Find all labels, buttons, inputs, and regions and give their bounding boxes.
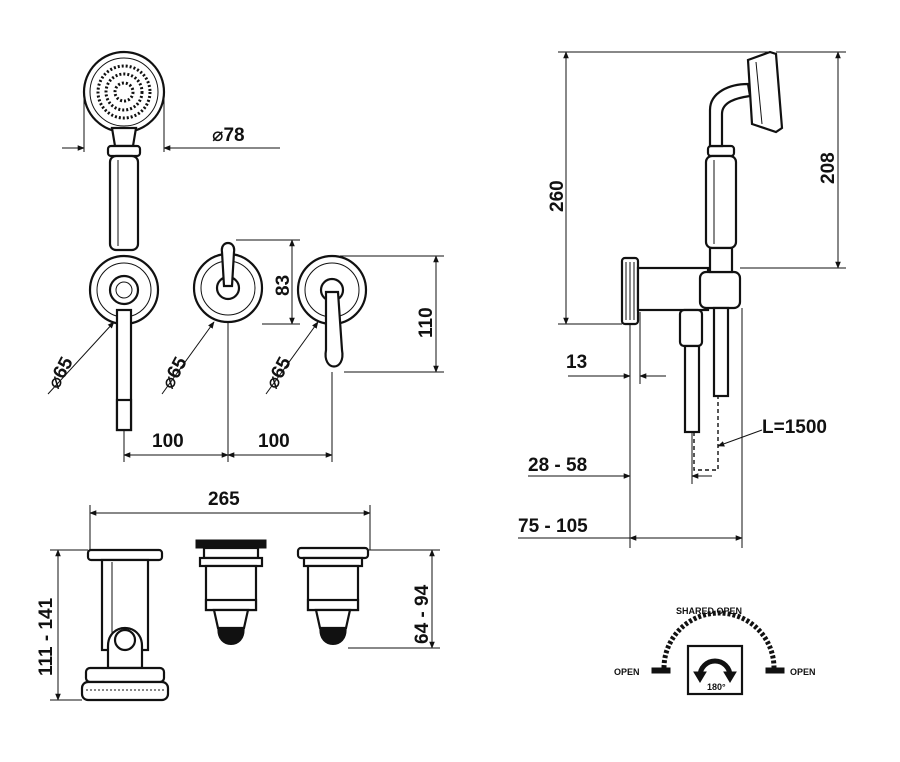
legend-open-left-label: OPEN <box>614 667 640 677</box>
dim-spacing-left: 100 <box>152 431 184 452</box>
dim-side-offset: 13 <box>566 352 587 373</box>
elevation-valve-right <box>296 546 370 645</box>
elevation-shower-outlet <box>80 548 170 702</box>
rosette-right <box>296 254 368 368</box>
dim-rosette-height: 110 <box>416 307 437 338</box>
rosette-left <box>88 254 160 432</box>
rotation-legend: SHARED OPEN OPEN OPEN 180° <box>614 606 816 696</box>
elevation-view: 265 <box>36 489 440 702</box>
front-view: ⌀78 83 110 ⌀65 ⌀65 ⌀65 100 100 <box>44 50 444 462</box>
dim-hose-length: L=1500 <box>762 417 827 438</box>
dim-side-range-2: 75 - 105 <box>518 516 588 537</box>
side-view: 260 208 13 L=1500 28 - 58 75 - 105 <box>518 50 846 548</box>
dim-lever-height: 83 <box>273 275 294 296</box>
dim-overall-width: 265 <box>208 489 240 510</box>
rotation-handle-box <box>686 644 744 696</box>
dim-spacing-right: 100 <box>258 431 290 452</box>
dim-side-total-height: 260 <box>547 180 568 212</box>
dim-rosette-diameter-1: ⌀65 <box>44 353 78 392</box>
dim-side-shower-height: 208 <box>818 152 839 184</box>
legend-open-right-label: OPEN <box>790 667 816 677</box>
legend-shared-open-label: SHARED OPEN <box>676 606 742 616</box>
shower-handle-front <box>106 144 142 252</box>
legend-angle-label: 180° <box>707 682 726 692</box>
shower-head-front <box>82 50 166 148</box>
elevation-valve-middle <box>195 539 267 645</box>
dim-height-range-right: 64 - 94 <box>412 584 433 644</box>
dim-shower-diameter: ⌀78 <box>212 125 245 146</box>
side-shower-handle <box>704 50 784 398</box>
dim-side-range-1: 28 - 58 <box>528 455 587 476</box>
rotation-arrow-icon <box>693 658 737 683</box>
rosette-middle <box>192 241 264 324</box>
dim-height-range-left: 111 - 141 <box>36 597 57 676</box>
